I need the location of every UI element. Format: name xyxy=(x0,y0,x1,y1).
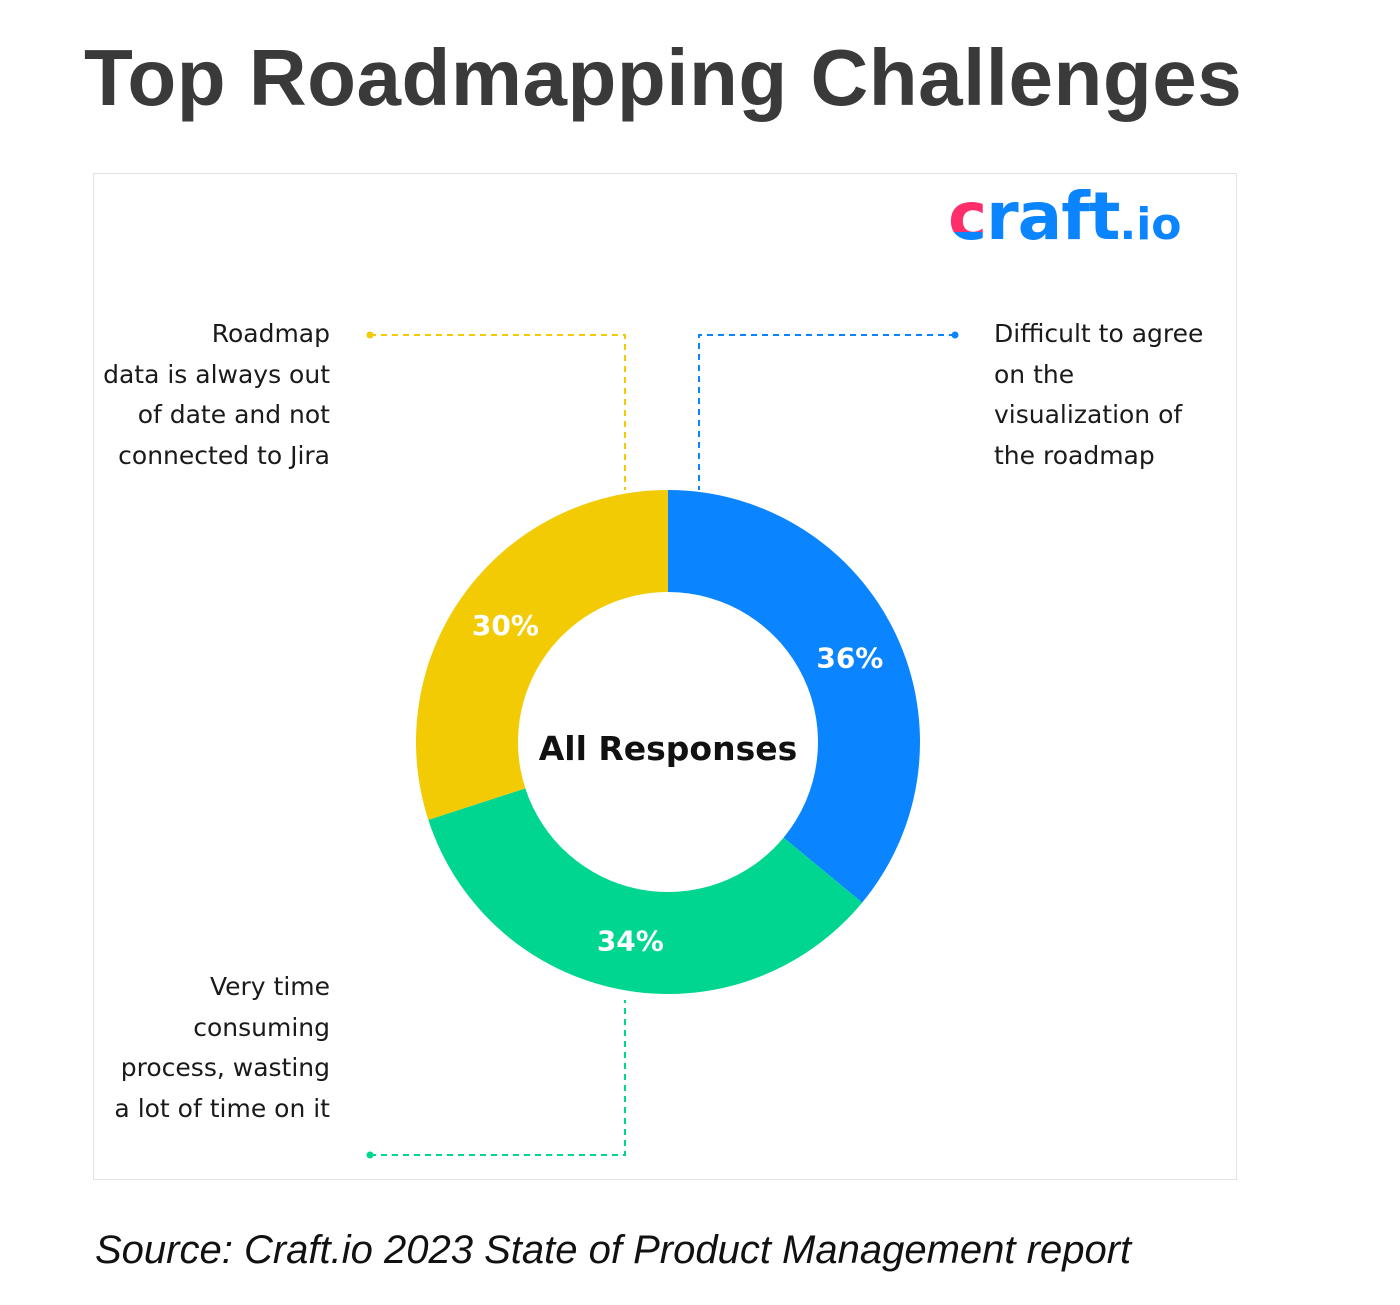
label-out-of-date: Roadmap data is always out of date and not… xyxy=(103,314,330,476)
label-line: connected to Jira xyxy=(118,440,330,470)
label-line: on the xyxy=(994,359,1075,389)
label-line: Roadmap xyxy=(211,319,330,348)
label-visualization: Difficult to agree on the visualization of… xyxy=(994,314,1203,476)
label-line: Very time xyxy=(209,972,330,1001)
label-time-consuming: Very time consuming process, wasting a lot … xyxy=(114,967,330,1129)
slice-value-label: 36% xyxy=(816,641,883,674)
donut-slice xyxy=(415,490,668,820)
label-line: process, wasting xyxy=(120,1053,330,1082)
source-note: Source: Craft.io 2023 State of Product M… xyxy=(95,1228,1132,1272)
leader-line xyxy=(370,334,626,490)
leader-dot xyxy=(951,331,959,339)
slice-value-label: 34% xyxy=(597,924,664,957)
label-line: visualization of xyxy=(994,400,1183,429)
label-line: a lot of time on it xyxy=(114,1093,330,1123)
donut-slice xyxy=(428,788,863,994)
label-line: Difficult to agree xyxy=(994,319,1204,348)
label-line: the roadmap xyxy=(994,440,1155,470)
leader-line xyxy=(698,334,955,490)
label-line: of date and not xyxy=(137,400,330,429)
leader-line xyxy=(370,1000,626,1156)
donut-slice xyxy=(668,490,920,903)
craft-io-logo: craft.io xyxy=(948,178,1182,255)
chart-card xyxy=(93,173,1237,1180)
label-line: data is always out xyxy=(103,359,330,389)
leader-dot xyxy=(366,1151,374,1159)
label-line: consuming xyxy=(193,1012,330,1042)
slice-value-label: 30% xyxy=(472,609,539,642)
page-title: Top Roadmapping Challenges xyxy=(84,33,1243,122)
leader-dot xyxy=(366,331,374,339)
center-label: All Responses xyxy=(539,729,798,768)
